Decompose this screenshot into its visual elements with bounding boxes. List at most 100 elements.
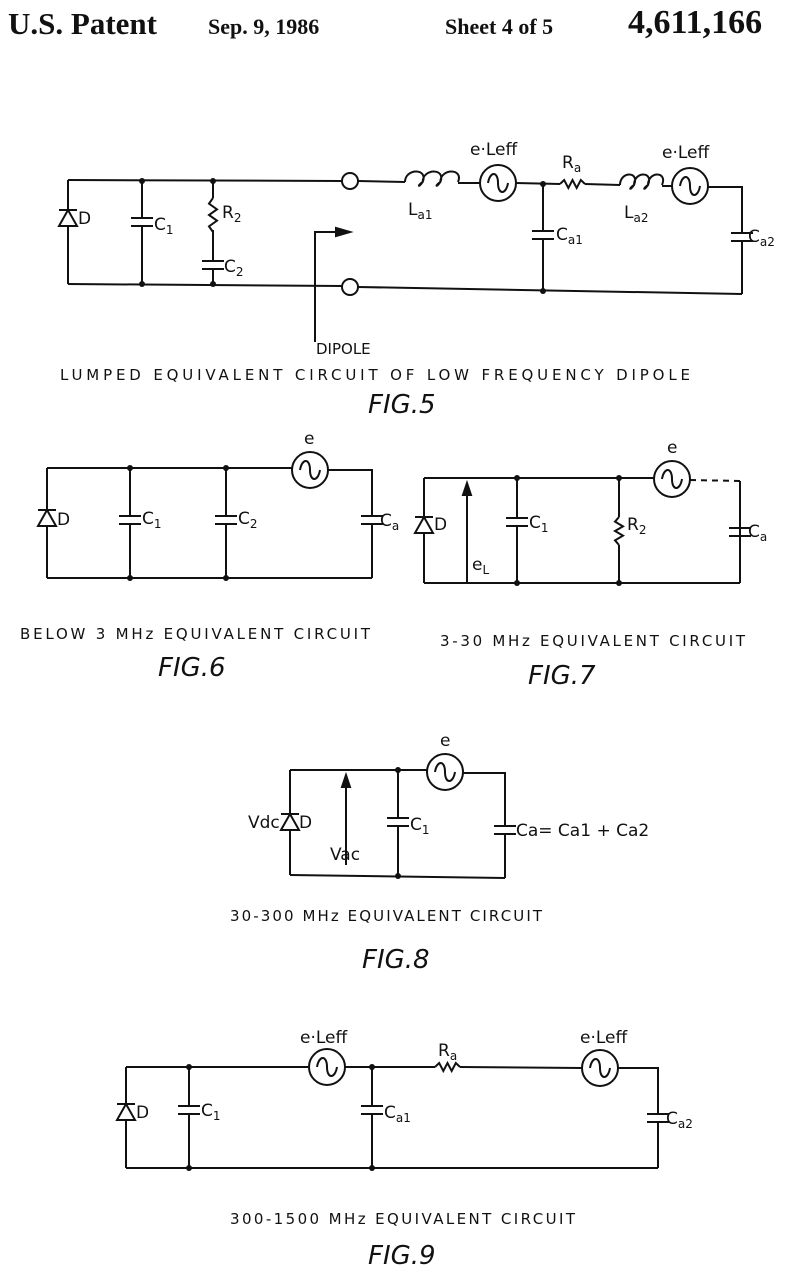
resistor-symbol (207, 197, 219, 233)
junction-node (514, 475, 520, 481)
fig8-label-vac: Vac (330, 845, 360, 865)
junction-node (223, 465, 229, 471)
junction-node (369, 1165, 375, 1171)
fig7-label-el: eL (472, 555, 489, 577)
junction-node (395, 767, 401, 773)
fig5-label-la2: La2 (624, 203, 648, 225)
junction-node (616, 475, 622, 481)
sheet-number: Sheet 4 of 5 (445, 14, 554, 39)
capacitor-symbol (361, 515, 383, 525)
fig6-label-ca: Ca (380, 511, 399, 533)
fig6-label-src: e (304, 429, 314, 449)
inductor-symbol (619, 173, 665, 190)
wire (67, 283, 343, 287)
wire (584, 183, 621, 186)
fig9-labels: D C1 e·Leff Ca1 Ra e·Leff Ca2 300-1500 M… (136, 1028, 693, 1271)
fig5-label-la1: La1 (408, 200, 432, 222)
wire (689, 479, 741, 482)
capacitor-symbol (647, 1113, 669, 1123)
wire (314, 231, 340, 342)
junction-node (127, 465, 133, 471)
wire (515, 182, 561, 185)
wire (357, 286, 743, 295)
capacitor-symbol (119, 515, 141, 525)
fig9-label-src1: e·Leff (300, 1028, 348, 1048)
sine-wave-icon (589, 1058, 611, 1078)
sine-wave-icon (487, 173, 509, 193)
fig5-label-src2: e·Leff (662, 143, 710, 163)
arrow-icon (340, 771, 352, 788)
fig8-caption: 30-300 MHz EQUIVALENT CIRCUIT (230, 907, 543, 925)
fig8-label-c1: C1 (410, 815, 430, 837)
junction-node (127, 575, 133, 581)
fig8-label-ca: Ca= Ca1 + Ca2 (516, 821, 649, 841)
fig8-label-src: e (440, 731, 450, 751)
junction-node (369, 1064, 375, 1070)
arrow-icon (461, 479, 473, 496)
patent-label: U.S. Patent (8, 6, 157, 41)
fig9-label-src2: e·Leff (580, 1028, 628, 1048)
fig9-title: FIG.9 (368, 1241, 436, 1271)
junction-node (186, 1064, 192, 1070)
fig5-labels: D C1 R2 C2 La1 e·Leff Ra Ca1 La2 e·Leff … (60, 140, 775, 420)
junction-node (540, 288, 546, 294)
diode-symbol (115, 1101, 137, 1121)
fig5-dipole-label: DIPOLE (316, 340, 371, 358)
diode-symbol (413, 514, 435, 534)
junction-node (210, 281, 216, 287)
fig5-title: FIG.5 (368, 390, 436, 420)
sine-wave-icon (661, 469, 683, 489)
capacitor-symbol (729, 527, 751, 537)
capacitor-symbol (131, 217, 153, 227)
resistor-symbol (559, 177, 586, 191)
diode-symbol (279, 811, 301, 831)
fig6-title: FIG.6 (158, 653, 226, 683)
junction-node (186, 1165, 192, 1171)
fig7-label-d: D (434, 515, 447, 535)
fig8-label-vdc: Vdc (248, 813, 280, 833)
fig9-label-ca1: Ca1 (384, 1103, 411, 1125)
diode-symbol (57, 207, 79, 227)
fig6-label-c2: C2 (238, 509, 258, 531)
fig6-label-c1: C1 (142, 509, 162, 531)
fig9-label-d: D (136, 1103, 149, 1123)
resistor-symbol (434, 1060, 461, 1074)
fig9-label-c1: C1 (201, 1101, 221, 1123)
diode-symbol (36, 507, 58, 527)
terminal-symbol (341, 172, 359, 190)
capacitor-symbol (387, 817, 409, 827)
fig7-title: FIG.7 (528, 661, 596, 691)
wire (618, 1067, 659, 1100)
wire (357, 180, 406, 183)
junction-node (395, 873, 401, 879)
fig5-caption: LUMPED EQUIVALENT CIRCUIT OF LOW FREQUEN… (60, 366, 690, 384)
fig6-label-d: D (57, 510, 70, 530)
arrow-icon (335, 226, 354, 238)
junction-node (616, 580, 622, 586)
fig5-label-c2: C2 (224, 257, 244, 279)
fig8-labels: Vdc D Vac C1 e Ca= Ca1 + Ca2 30-300 MHz … (230, 731, 649, 975)
fig7-label-src: e (667, 438, 677, 458)
capacitor-symbol (361, 1105, 383, 1115)
junction-node (223, 575, 229, 581)
fig6-caption: BELOW 3 MHz EQUIVALENT CIRCUIT (20, 625, 371, 643)
capacitor-symbol (178, 1105, 200, 1115)
fig7-label-c1: C1 (529, 513, 549, 535)
fig7-caption: 3-30 MHz EQUIVALENT CIRCUIT (440, 632, 746, 650)
fig7-label-r2: R2 (627, 515, 646, 537)
patent-number: 4,611,166 (628, 4, 763, 41)
junction-node (514, 580, 520, 586)
fig8-title: FIG.8 (362, 945, 430, 975)
fig5-label-ca1: Ca1 (556, 225, 583, 247)
fig9-caption: 300-1500 MHz EQUIVALENT CIRCUIT (230, 1210, 576, 1228)
fig5-label-r2: R2 (222, 203, 241, 225)
patent-date: Sep. 9, 1986 (208, 14, 320, 39)
junction-node (210, 178, 216, 184)
fig7-labels: D eL C1 R2 e Ca 3-30 MHz EQUIVALENT CIRC… (434, 438, 767, 691)
capacitor-symbol (506, 517, 528, 527)
wire (459, 1066, 583, 1069)
sine-wave-icon (316, 1057, 338, 1077)
sine-wave-icon (679, 176, 701, 196)
wire (463, 772, 506, 800)
